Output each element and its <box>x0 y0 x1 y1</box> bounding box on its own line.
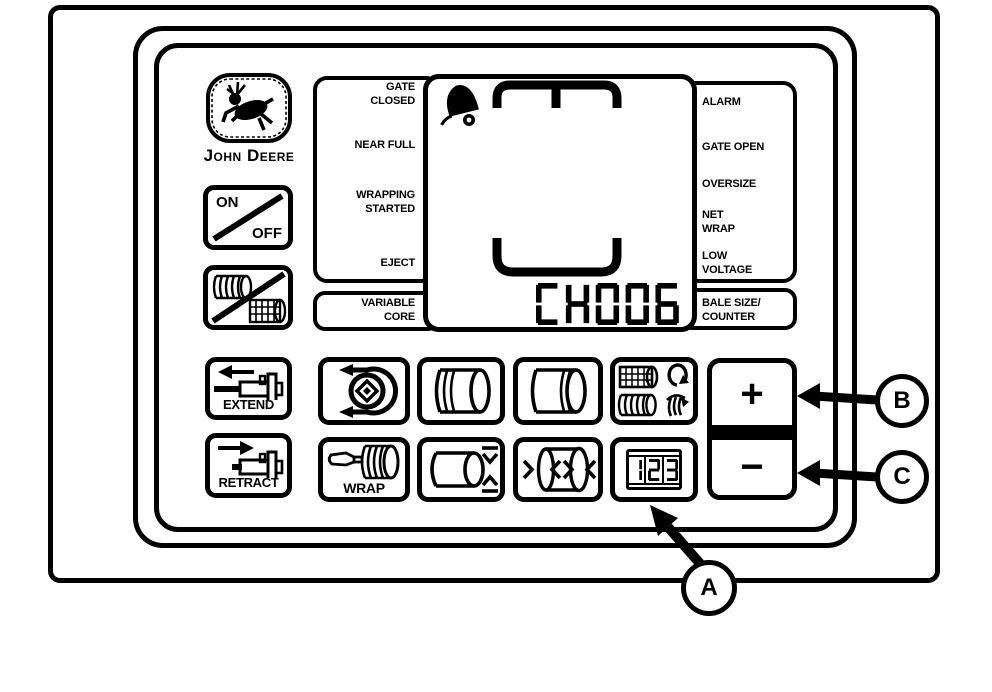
belt-bale-rotation-button[interactable] <box>318 357 410 425</box>
callout-a: A <box>681 560 737 616</box>
indicator-gate-open: GATE OPEN <box>702 141 765 153</box>
on-off-slash-icon <box>212 193 284 242</box>
bale-size-limit-icon <box>430 446 499 493</box>
twine-rotation-arrow-icon <box>666 394 689 417</box>
power-on-off-button[interactable]: ON OFF <box>203 185 293 250</box>
bale-size-ring-segments-icon <box>492 80 622 277</box>
bale-size-limit-button[interactable] <box>417 437 505 502</box>
leaping-deer-icon <box>221 81 274 131</box>
counter-display-bezel <box>625 449 683 490</box>
plus-button[interactable]: + <box>740 371 764 416</box>
monitor-middle-housing <box>133 26 857 548</box>
counter-digit-2 <box>646 456 665 483</box>
bale-start-wraps-icon <box>434 368 491 414</box>
retract-button[interactable]: RETRACT <box>205 433 292 498</box>
john-deere-logo-icon <box>206 73 292 143</box>
hand-wrap-icon <box>327 444 400 480</box>
callout-c: C <box>875 450 929 504</box>
twine-net-select-button[interactable] <box>203 265 293 330</box>
retract-label: RETRACT <box>218 475 279 490</box>
bale-end-wraps-button[interactable] <box>513 357 603 425</box>
callout-b-arrow <box>797 383 878 409</box>
indicator-near-full: NEAR FULL <box>354 139 415 151</box>
brand-name: John Deere <box>203 146 295 165</box>
indicator-eject: EJECT <box>380 257 416 269</box>
net-twine-wrap-count-icon <box>617 363 689 417</box>
twine-net-select-icon <box>211 271 287 324</box>
counter-digit-1 <box>628 456 646 483</box>
net-roll-icon <box>248 298 287 324</box>
indicator-oversize: OVERSIZE <box>702 178 757 190</box>
plus-minus-divider <box>712 425 792 440</box>
bale-start-wraps-button[interactable] <box>417 357 505 425</box>
alarm-bell-icon <box>440 84 479 126</box>
rotation-arrow-icon <box>667 363 689 387</box>
indicator-bale-size-counter: BALE SIZE/COUNTER <box>702 297 761 323</box>
monitor-outer-housing <box>48 5 940 583</box>
variable-core-box <box>313 291 440 331</box>
bale-counter-button[interactable] <box>610 437 698 502</box>
power-on-label: ON <box>216 194 239 211</box>
minus-button[interactable]: − <box>740 445 764 489</box>
monitor-front-bezel <box>154 43 838 532</box>
counter-digit-3 <box>664 457 680 483</box>
wrap-label: WRAP <box>343 480 385 496</box>
wrap-button[interactable]: WRAP <box>318 437 410 502</box>
bale-end-wraps-icon <box>530 368 587 414</box>
end-wrap-position-icon <box>522 446 597 493</box>
extend-label: EXTEND <box>223 397 274 412</box>
plus-minus-key-group: + − <box>707 358 797 500</box>
end-wrap-position-button[interactable] <box>513 437 603 502</box>
twine-roll-icon <box>212 274 253 300</box>
twine-roll-icon <box>617 393 657 417</box>
callout-b: B <box>875 374 929 428</box>
callout-c-arrow <box>797 460 878 486</box>
extend-button[interactable]: EXTEND <box>205 357 292 420</box>
net-twine-wrap-count-button[interactable] <box>610 357 698 425</box>
callout-a-arrow <box>650 505 707 571</box>
bale-size-counter-box <box>680 288 797 330</box>
indicator-alarm: ALARM <box>702 96 741 108</box>
net-roll-icon <box>618 365 659 389</box>
lcd-readout <box>536 283 679 325</box>
power-off-label: OFF <box>252 225 282 242</box>
belt-bale-rotation-icon <box>339 364 399 418</box>
actuator-retract-icon <box>218 441 284 484</box>
